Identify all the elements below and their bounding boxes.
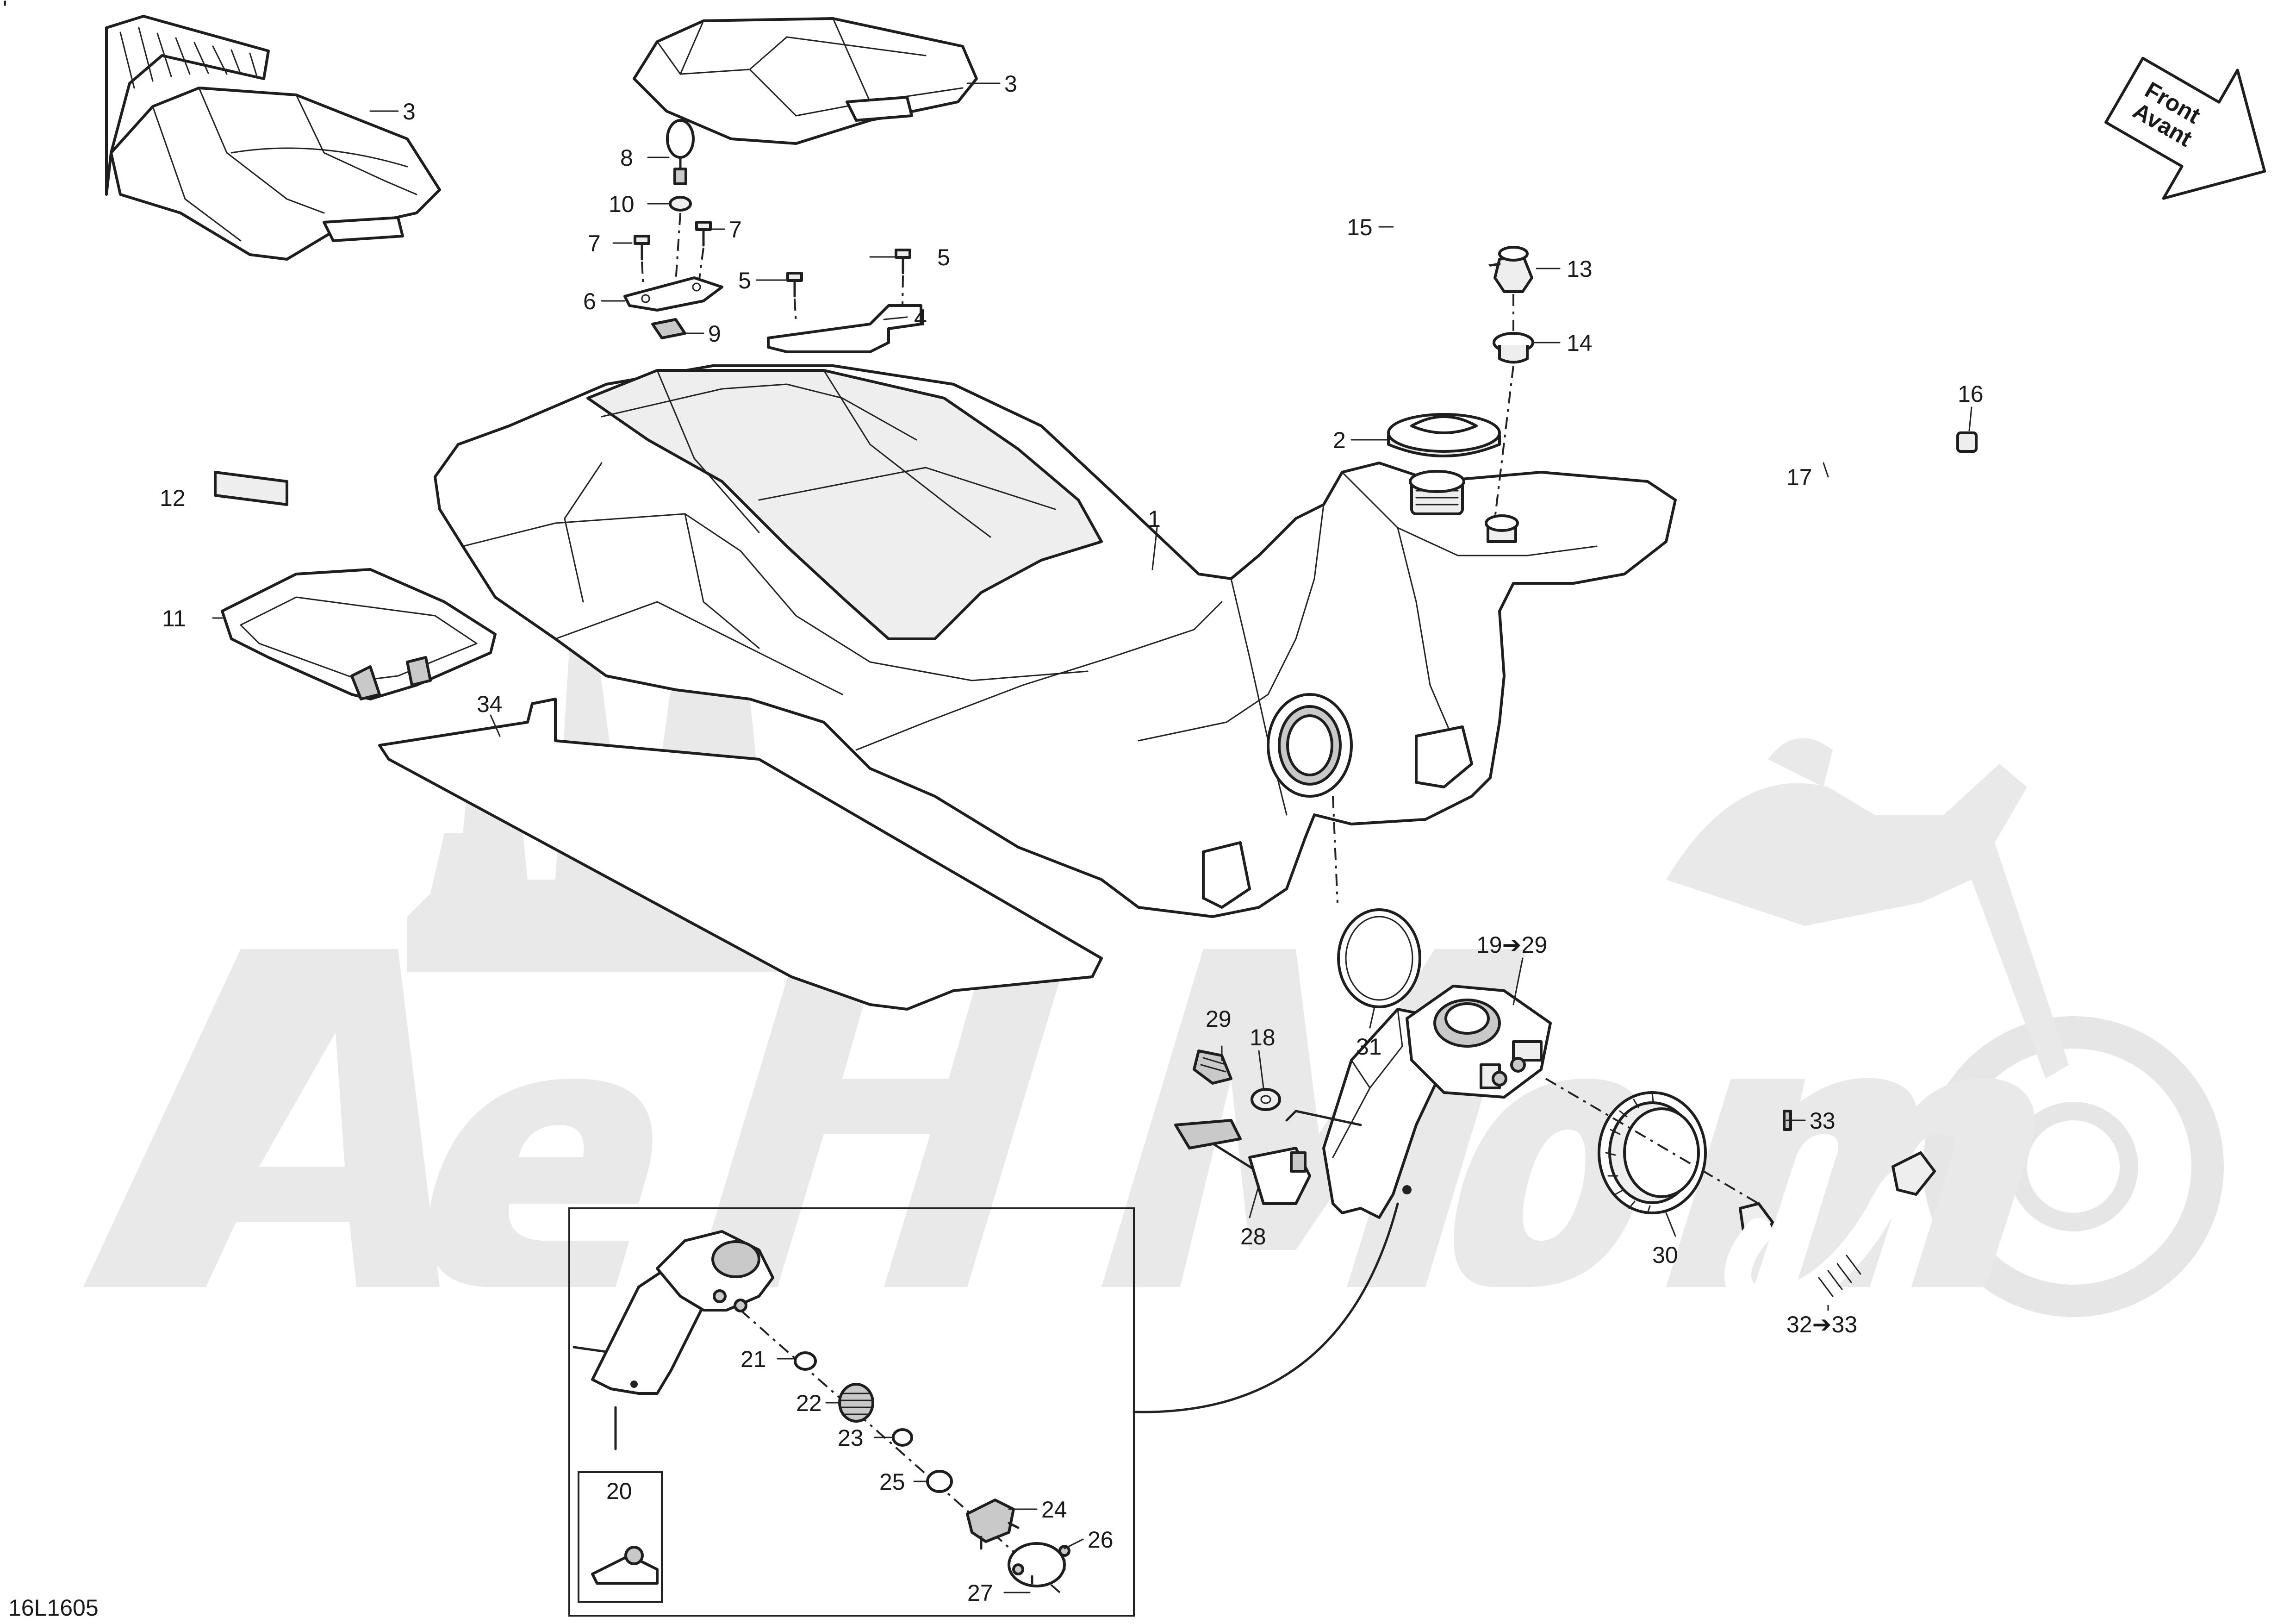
callout-9: 9 — [708, 321, 721, 347]
fuel-cap — [1387, 413, 1501, 457]
callout-19-29: 19➔29 — [1476, 932, 1547, 958]
callout-17: 17 — [1786, 464, 1812, 490]
callout-31: 31 — [1356, 1034, 1382, 1060]
grommet — [1493, 332, 1534, 364]
fuel-pump-module — [1285, 985, 1552, 1219]
corner-mark: ' — [3, 0, 7, 22]
callout-7-left: 7 — [588, 231, 601, 256]
callout-15: 15 — [1347, 214, 1373, 240]
vent-hose-17 — [1754, 389, 1916, 523]
detail-inset — [568, 1185, 1412, 1617]
inset-filter — [838, 1383, 874, 1423]
callout-27: 27 — [967, 1580, 993, 1606]
watermark-motorcycle — [1666, 738, 2224, 1317]
callout-1: 1 — [1148, 506, 1161, 532]
pump-seal-ring — [1337, 908, 1421, 1008]
leader-lines — [212, 82, 1972, 1593]
callout-7-right: 7 — [729, 217, 742, 243]
callout-18: 18 — [1250, 1024, 1276, 1050]
callout-3-right: 3 — [1004, 71, 1017, 97]
callout-28: 28 — [1240, 1224, 1266, 1249]
callout-29: 29 — [1206, 1006, 1232, 1032]
screw-5-right — [895, 249, 911, 275]
callout-5-left: 5 — [738, 268, 751, 294]
callout-16: 16 — [1958, 381, 1984, 407]
callout-11: 11 — [162, 606, 186, 631]
callout-25: 25 — [879, 1469, 905, 1495]
callout-labels: 3 3 8 10 7 7 5 5 6 9 4 12 11 34 1 2 15 1… — [160, 71, 1984, 1606]
fuel-level-sensor — [1174, 1119, 1311, 1205]
callout-4: 4 — [914, 305, 927, 331]
clip-9 — [651, 318, 686, 339]
callout-3-left: 3 — [403, 99, 416, 125]
connector-16 — [1956, 431, 1978, 453]
callout-22: 22 — [796, 1390, 822, 1416]
screw-7-right — [695, 221, 712, 247]
front-direction-arrow: Front Avant — [2104, 56, 2266, 200]
bracket-6 — [623, 276, 723, 312]
callout-6: 6 — [583, 288, 596, 314]
storage-tray — [221, 568, 497, 700]
callout-21: 21 — [740, 1346, 766, 1372]
callout-26: 26 — [1088, 1527, 1114, 1553]
rollover-valve — [1484, 246, 1533, 293]
lock-ring — [1598, 1091, 1707, 1214]
washer — [669, 196, 692, 212]
callout-14: 14 — [1567, 330, 1593, 356]
drawing-code: 16L1605 — [8, 1595, 99, 1621]
callout-2: 2 — [1333, 427, 1346, 453]
fuel-hose-assembly — [1724, 1151, 1936, 1316]
fuel-tank — [434, 364, 1677, 918]
callout-13: 13 — [1567, 256, 1593, 282]
callout-5-right: 5 — [937, 244, 950, 270]
callout-30: 30 — [1652, 1242, 1678, 1268]
callout-23: 23 — [838, 1425, 864, 1451]
callout-33: 33 — [1810, 1108, 1836, 1134]
callout-20: 20 — [606, 1478, 632, 1504]
foam-pad — [214, 471, 288, 506]
d-ring-fastener — [666, 119, 695, 185]
vent-hose-15 — [1388, 137, 1976, 462]
screw-7-left — [634, 235, 650, 261]
bracket-4 — [767, 304, 922, 353]
callout-10: 10 — [609, 191, 635, 217]
regulator-washer — [1251, 1088, 1281, 1111]
callout-12: 12 — [160, 485, 186, 511]
callout-24: 24 — [1041, 1497, 1067, 1523]
floor-liner — [378, 698, 1103, 1011]
seat-cover-left — [105, 15, 441, 261]
screw-5-left — [786, 272, 803, 298]
callout-32-33: 32➔33 — [1786, 1312, 1857, 1337]
callout-34: 34 — [477, 691, 503, 717]
seat-cover-right — [633, 17, 978, 145]
callout-8: 8 — [620, 145, 633, 171]
